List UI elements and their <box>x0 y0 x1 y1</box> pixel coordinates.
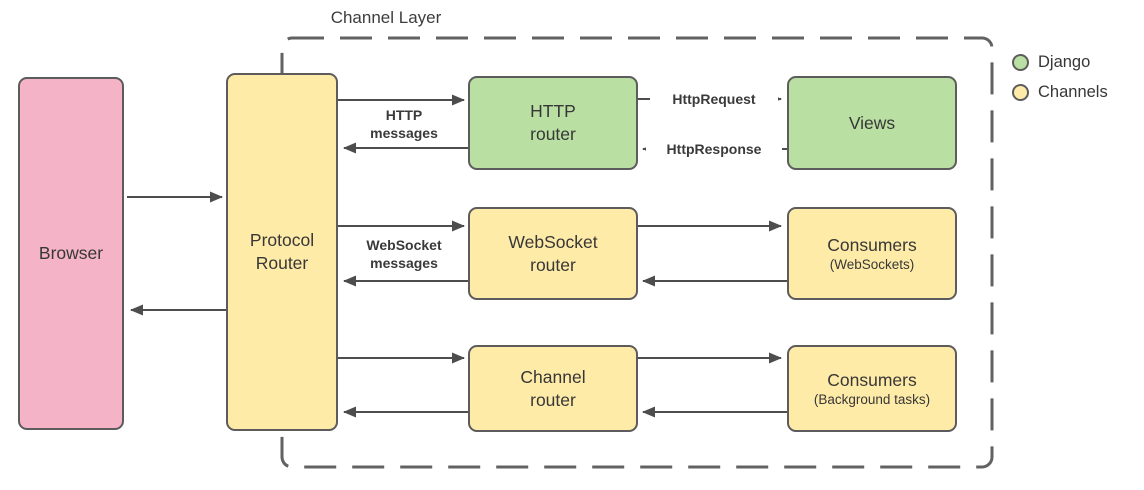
node-sublabel: (WebSockets) <box>829 257 915 272</box>
edge-label-websocket-messages: WebSocket messages <box>366 237 442 271</box>
legend-item-django: Django <box>1012 47 1108 77</box>
node-protocol-router: Protocol Router <box>226 73 338 431</box>
legend-label: Django <box>1038 52 1091 71</box>
node-label: Consumers <box>827 370 917 390</box>
legend-item-channels: Channels <box>1012 77 1108 107</box>
edge-label-http-response: HttpResponse <box>646 141 782 157</box>
node-sublabel: (Background tasks) <box>813 392 931 407</box>
node-consumers-websockets: Consumers (WebSockets) <box>787 207 957 300</box>
node-http-router: HTTP router <box>468 76 638 170</box>
node-consumers-background: Consumers (Background tasks) <box>787 345 957 432</box>
node-websocket-router: WebSocket router <box>468 207 638 300</box>
legend: Django Channels <box>1012 47 1108 107</box>
edge-label-http-messages: HTTP messages <box>370 107 438 141</box>
channels-swatch-icon <box>1012 83 1029 101</box>
node-channel-router: Channel router <box>468 345 638 432</box>
legend-label: Channels <box>1038 82 1108 101</box>
node-browser: Browser <box>18 77 124 430</box>
django-swatch-icon <box>1012 53 1029 71</box>
channel-layer-title: Channel Layer <box>330 8 442 27</box>
node-label: Consumers <box>827 235 917 255</box>
node-views: Views <box>787 76 957 170</box>
edge-label-http-request: HttpRequest <box>650 91 778 107</box>
